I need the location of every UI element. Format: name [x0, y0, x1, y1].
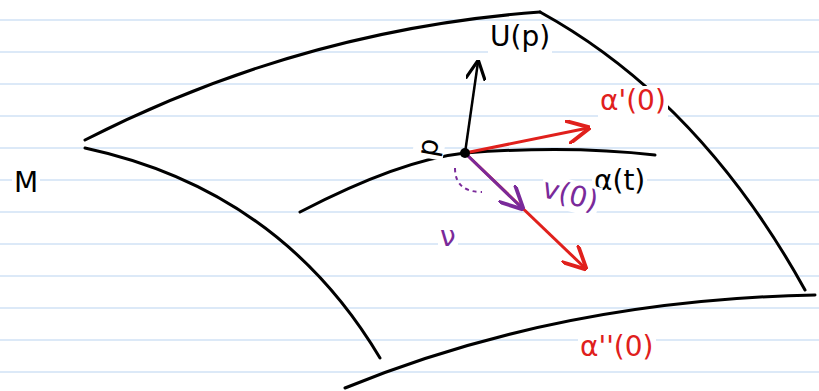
surface-outline: [85, 12, 815, 388]
curve-alpha: [300, 149, 655, 212]
point-p: [460, 148, 470, 158]
angle-arc: [455, 168, 482, 192]
normal-label: U(p): [488, 22, 552, 53]
velocity-label: α'(0): [598, 86, 668, 117]
surface-name: M: [12, 168, 40, 199]
velocity-arrow: [465, 128, 588, 153]
angle-label: ν: [438, 222, 458, 253]
v-arrow: [465, 153, 522, 208]
normal-arrow: [465, 62, 478, 153]
acceleration-label: α''(0): [578, 332, 656, 363]
ruled-lines: [0, 20, 819, 372]
point-label: p: [412, 134, 446, 161]
